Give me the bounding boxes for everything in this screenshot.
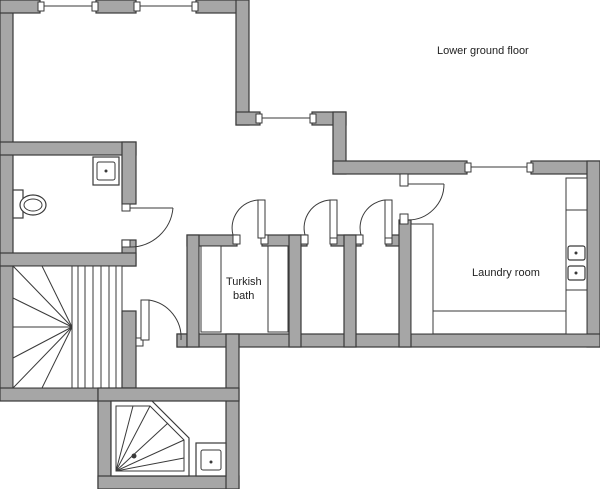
laundry-room	[399, 173, 588, 335]
floor-title: Lower ground floor	[437, 45, 529, 57]
laundry-room-label: Laundry room	[472, 267, 540, 279]
staircase	[12, 265, 123, 389]
turkish-bath-label-line2: bath	[233, 290, 254, 302]
shower-tray-icon	[110, 400, 190, 477]
windows	[37, 1, 534, 173]
turkish-bath-label-line1: Turkish	[226, 276, 262, 288]
laundry-sink-icon	[567, 265, 586, 281]
laundry-sink-icon	[567, 245, 586, 261]
hallway-door	[121, 299, 188, 389]
shower-room	[97, 387, 240, 477]
toilet-icon	[12, 189, 47, 219]
sink-icon	[195, 442, 227, 477]
sink-icon	[92, 156, 120, 186]
wc-room	[0, 141, 174, 267]
turkish-bath-area	[186, 199, 412, 348]
